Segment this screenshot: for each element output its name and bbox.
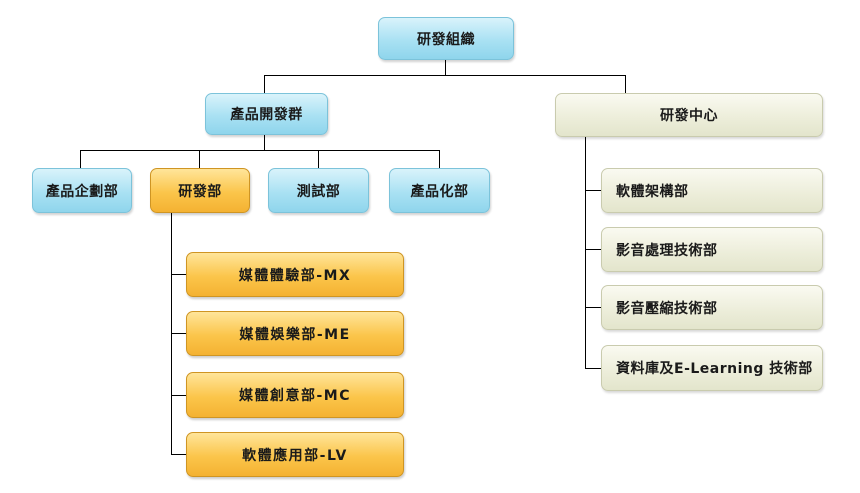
image-processing-node: 影音處理技術部 <box>601 227 823 272</box>
testing-dept-node: 測試部 <box>268 168 369 213</box>
rd-center-node: 研發中心 <box>555 93 823 137</box>
root-node: 研發組織 <box>378 17 514 60</box>
planning-dept-node: 產品企劃部 <box>32 168 132 213</box>
database-elearning-node: 資料庫及E-Learning 技術部 <box>601 345 823 391</box>
rd-unit-mx-node: 媒體體驗部-MX <box>186 252 404 297</box>
software-architecture-node: 軟體架構部 <box>601 168 823 213</box>
product-group-node: 產品開發群 <box>205 93 328 135</box>
image-compression-node: 影音壓縮技術部 <box>601 285 823 330</box>
rd-dept-node: 研發部 <box>150 168 250 213</box>
productization-dept-node: 產品化部 <box>389 168 490 213</box>
rd-unit-me-node: 媒體娛樂部-ME <box>186 311 404 356</box>
rd-unit-lv-node: 軟體應用部-LV <box>186 432 404 477</box>
rd-unit-mc-node: 媒體創意部-MC <box>186 372 404 418</box>
